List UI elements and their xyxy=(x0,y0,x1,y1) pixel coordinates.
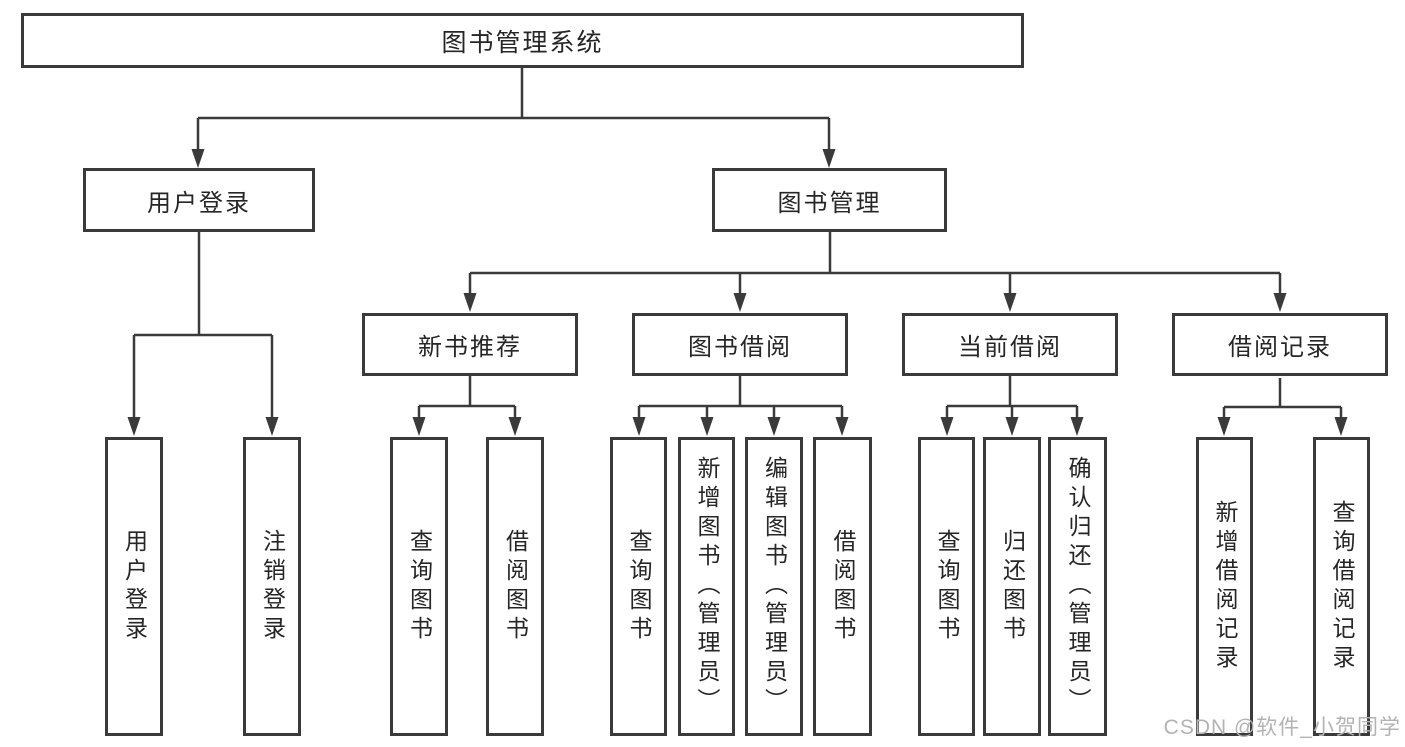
node-root-system: 图书管理系统 xyxy=(21,13,1024,68)
leaf-edit-book-admin: 编辑图书（管理员） xyxy=(745,437,803,736)
leaf-confirm-return-admin: 确认归还（管理员） xyxy=(1048,437,1107,736)
connector-login-to-leaves xyxy=(127,232,279,436)
node-book-management: 图书管理 xyxy=(712,168,947,232)
node-current-borrow: 当前借阅 xyxy=(902,313,1118,376)
node-book-borrow: 图书借阅 xyxy=(632,313,848,376)
connector-recommend-to-leaves xyxy=(412,376,522,436)
leaf-query-books-recommend: 查询图书 xyxy=(390,437,448,736)
leaf-query-books-borrow: 查询图书 xyxy=(610,437,667,736)
leaf-borrow-books-borrow: 借阅图书 xyxy=(813,437,872,736)
leaf-query-borrow-record: 查询借阅记录 xyxy=(1313,437,1370,736)
leaf-user-login: 用户登录 xyxy=(105,437,163,736)
node-new-book-recommend: 新书推荐 xyxy=(362,313,578,376)
connector-current-to-leaves xyxy=(940,376,1084,436)
leaf-borrow-books-recommend: 借阅图书 xyxy=(486,437,544,736)
connector-management-to-modules xyxy=(463,232,1287,312)
node-borrow-records: 借阅记录 xyxy=(1172,313,1388,376)
connector-root-to-branches xyxy=(191,68,836,168)
connector-borrow-to-leaves xyxy=(632,376,849,436)
watermark: CSDN @软件_小贺同学 xyxy=(1163,716,1401,739)
leaf-add-borrow-record: 新增借阅记录 xyxy=(1196,437,1253,736)
leaf-query-books-current: 查询图书 xyxy=(918,437,975,736)
leaf-add-book-admin: 新增图书（管理员） xyxy=(678,437,735,736)
leaf-return-book: 归还图书 xyxy=(983,437,1041,736)
node-user-login: 用户登录 xyxy=(83,168,315,232)
connector-records-to-leaves xyxy=(1217,378,1348,436)
leaf-logout-login: 注销登录 xyxy=(243,437,301,736)
